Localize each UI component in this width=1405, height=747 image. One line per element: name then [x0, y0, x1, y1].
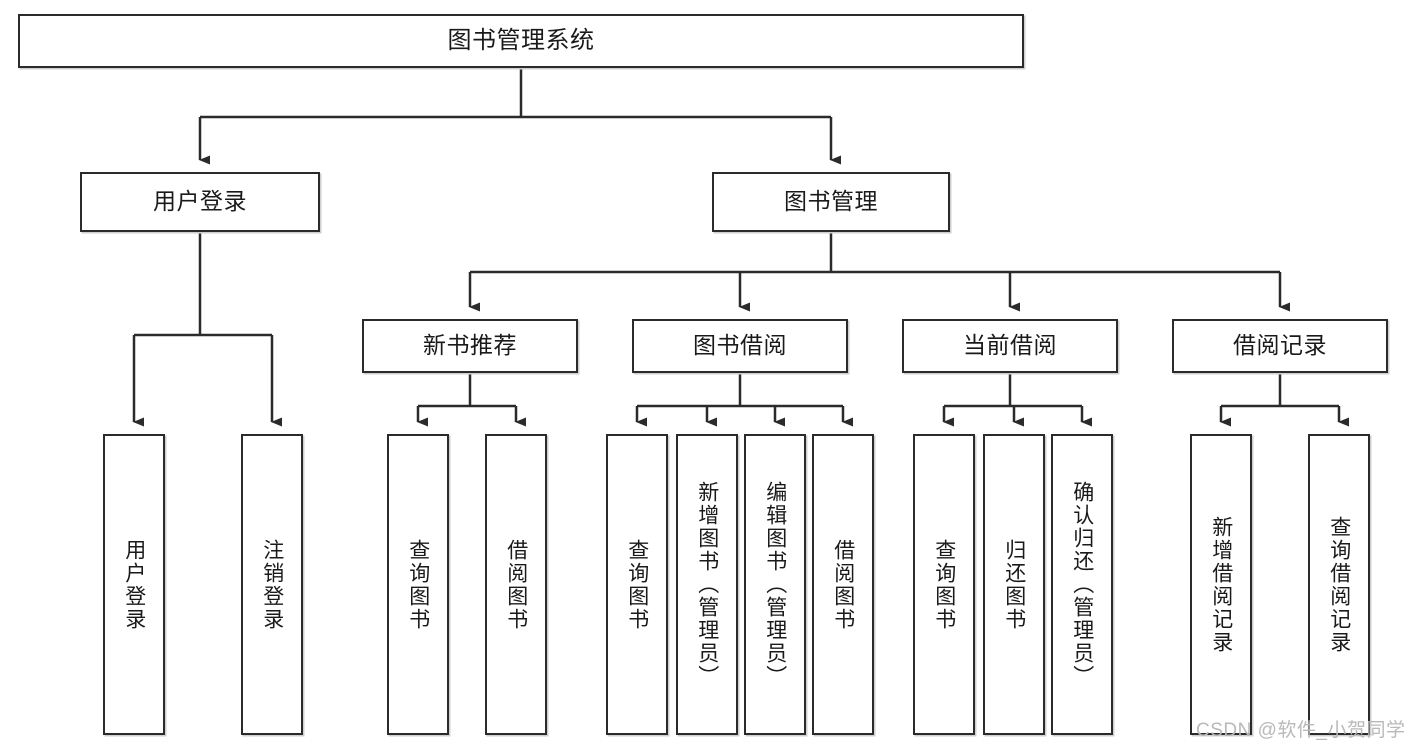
node-label: 查询图书: [932, 538, 956, 631]
node-label: 借阅图书: [504, 538, 528, 631]
node-label: 图书借阅: [693, 332, 787, 359]
node-label: 查询图书: [625, 538, 649, 631]
node-leaf-borrow-book-2[interactable]: 借阅图书: [812, 434, 874, 735]
node-label: 借阅图书: [831, 538, 855, 631]
node-label: 图书管理: [784, 188, 878, 215]
node-label: 确认归还（管理员）: [1070, 481, 1094, 688]
edge-group: [132, 68, 1349, 427]
node-current-borrow[interactable]: 当前借阅: [902, 319, 1118, 373]
node-label: 注销登录: [260, 538, 284, 631]
node-borrow-record[interactable]: 借阅记录: [1172, 319, 1388, 373]
node-label: 查询图书: [406, 538, 430, 631]
node-root[interactable]: 图书管理系统: [18, 14, 1024, 68]
watermark: CSDN @软件_小贺同学: [1196, 720, 1405, 741]
node-leaf-logout[interactable]: 注销登录: [241, 434, 303, 735]
node-leaf-add-book[interactable]: 新增图书（管理员）: [676, 434, 738, 735]
node-leaf-user-login[interactable]: 用户登录: [103, 434, 165, 735]
node-leaf-borrow-book-1[interactable]: 借阅图书: [485, 434, 547, 735]
node-leaf-query-record[interactable]: 查询借阅记录: [1308, 434, 1370, 735]
node-user-login[interactable]: 用户登录: [80, 172, 320, 232]
node-label: 图书管理系统: [447, 26, 595, 54]
node-label: 归还图书: [1002, 538, 1026, 631]
node-book-manage[interactable]: 图书管理: [712, 172, 950, 232]
node-new-book-rec[interactable]: 新书推荐: [362, 319, 578, 373]
node-label: 用户登录: [153, 188, 247, 215]
node-label: 当前借阅: [963, 332, 1057, 359]
node-label: 新增借阅记录: [1209, 515, 1233, 654]
node-leaf-query-book-1[interactable]: 查询图书: [387, 434, 449, 735]
node-label: 查询借阅记录: [1327, 515, 1351, 654]
node-leaf-query-book-2[interactable]: 查询图书: [606, 434, 668, 735]
node-label: 借阅记录: [1233, 332, 1327, 359]
node-label: 编辑图书（管理员）: [763, 481, 787, 688]
node-label: 新增图书（管理员）: [695, 481, 719, 688]
node-book-borrow[interactable]: 图书借阅: [632, 319, 848, 373]
node-leaf-return-book[interactable]: 归还图书: [983, 434, 1045, 735]
node-leaf-add-record[interactable]: 新增借阅记录: [1190, 434, 1252, 735]
node-label: 用户登录: [122, 538, 146, 631]
node-leaf-query-book-3[interactable]: 查询图书: [913, 434, 975, 735]
node-leaf-confirm-return[interactable]: 确认归还（管理员）: [1051, 434, 1113, 735]
node-label: 新书推荐: [423, 332, 517, 359]
node-leaf-edit-book[interactable]: 编辑图书（管理员）: [744, 434, 806, 735]
